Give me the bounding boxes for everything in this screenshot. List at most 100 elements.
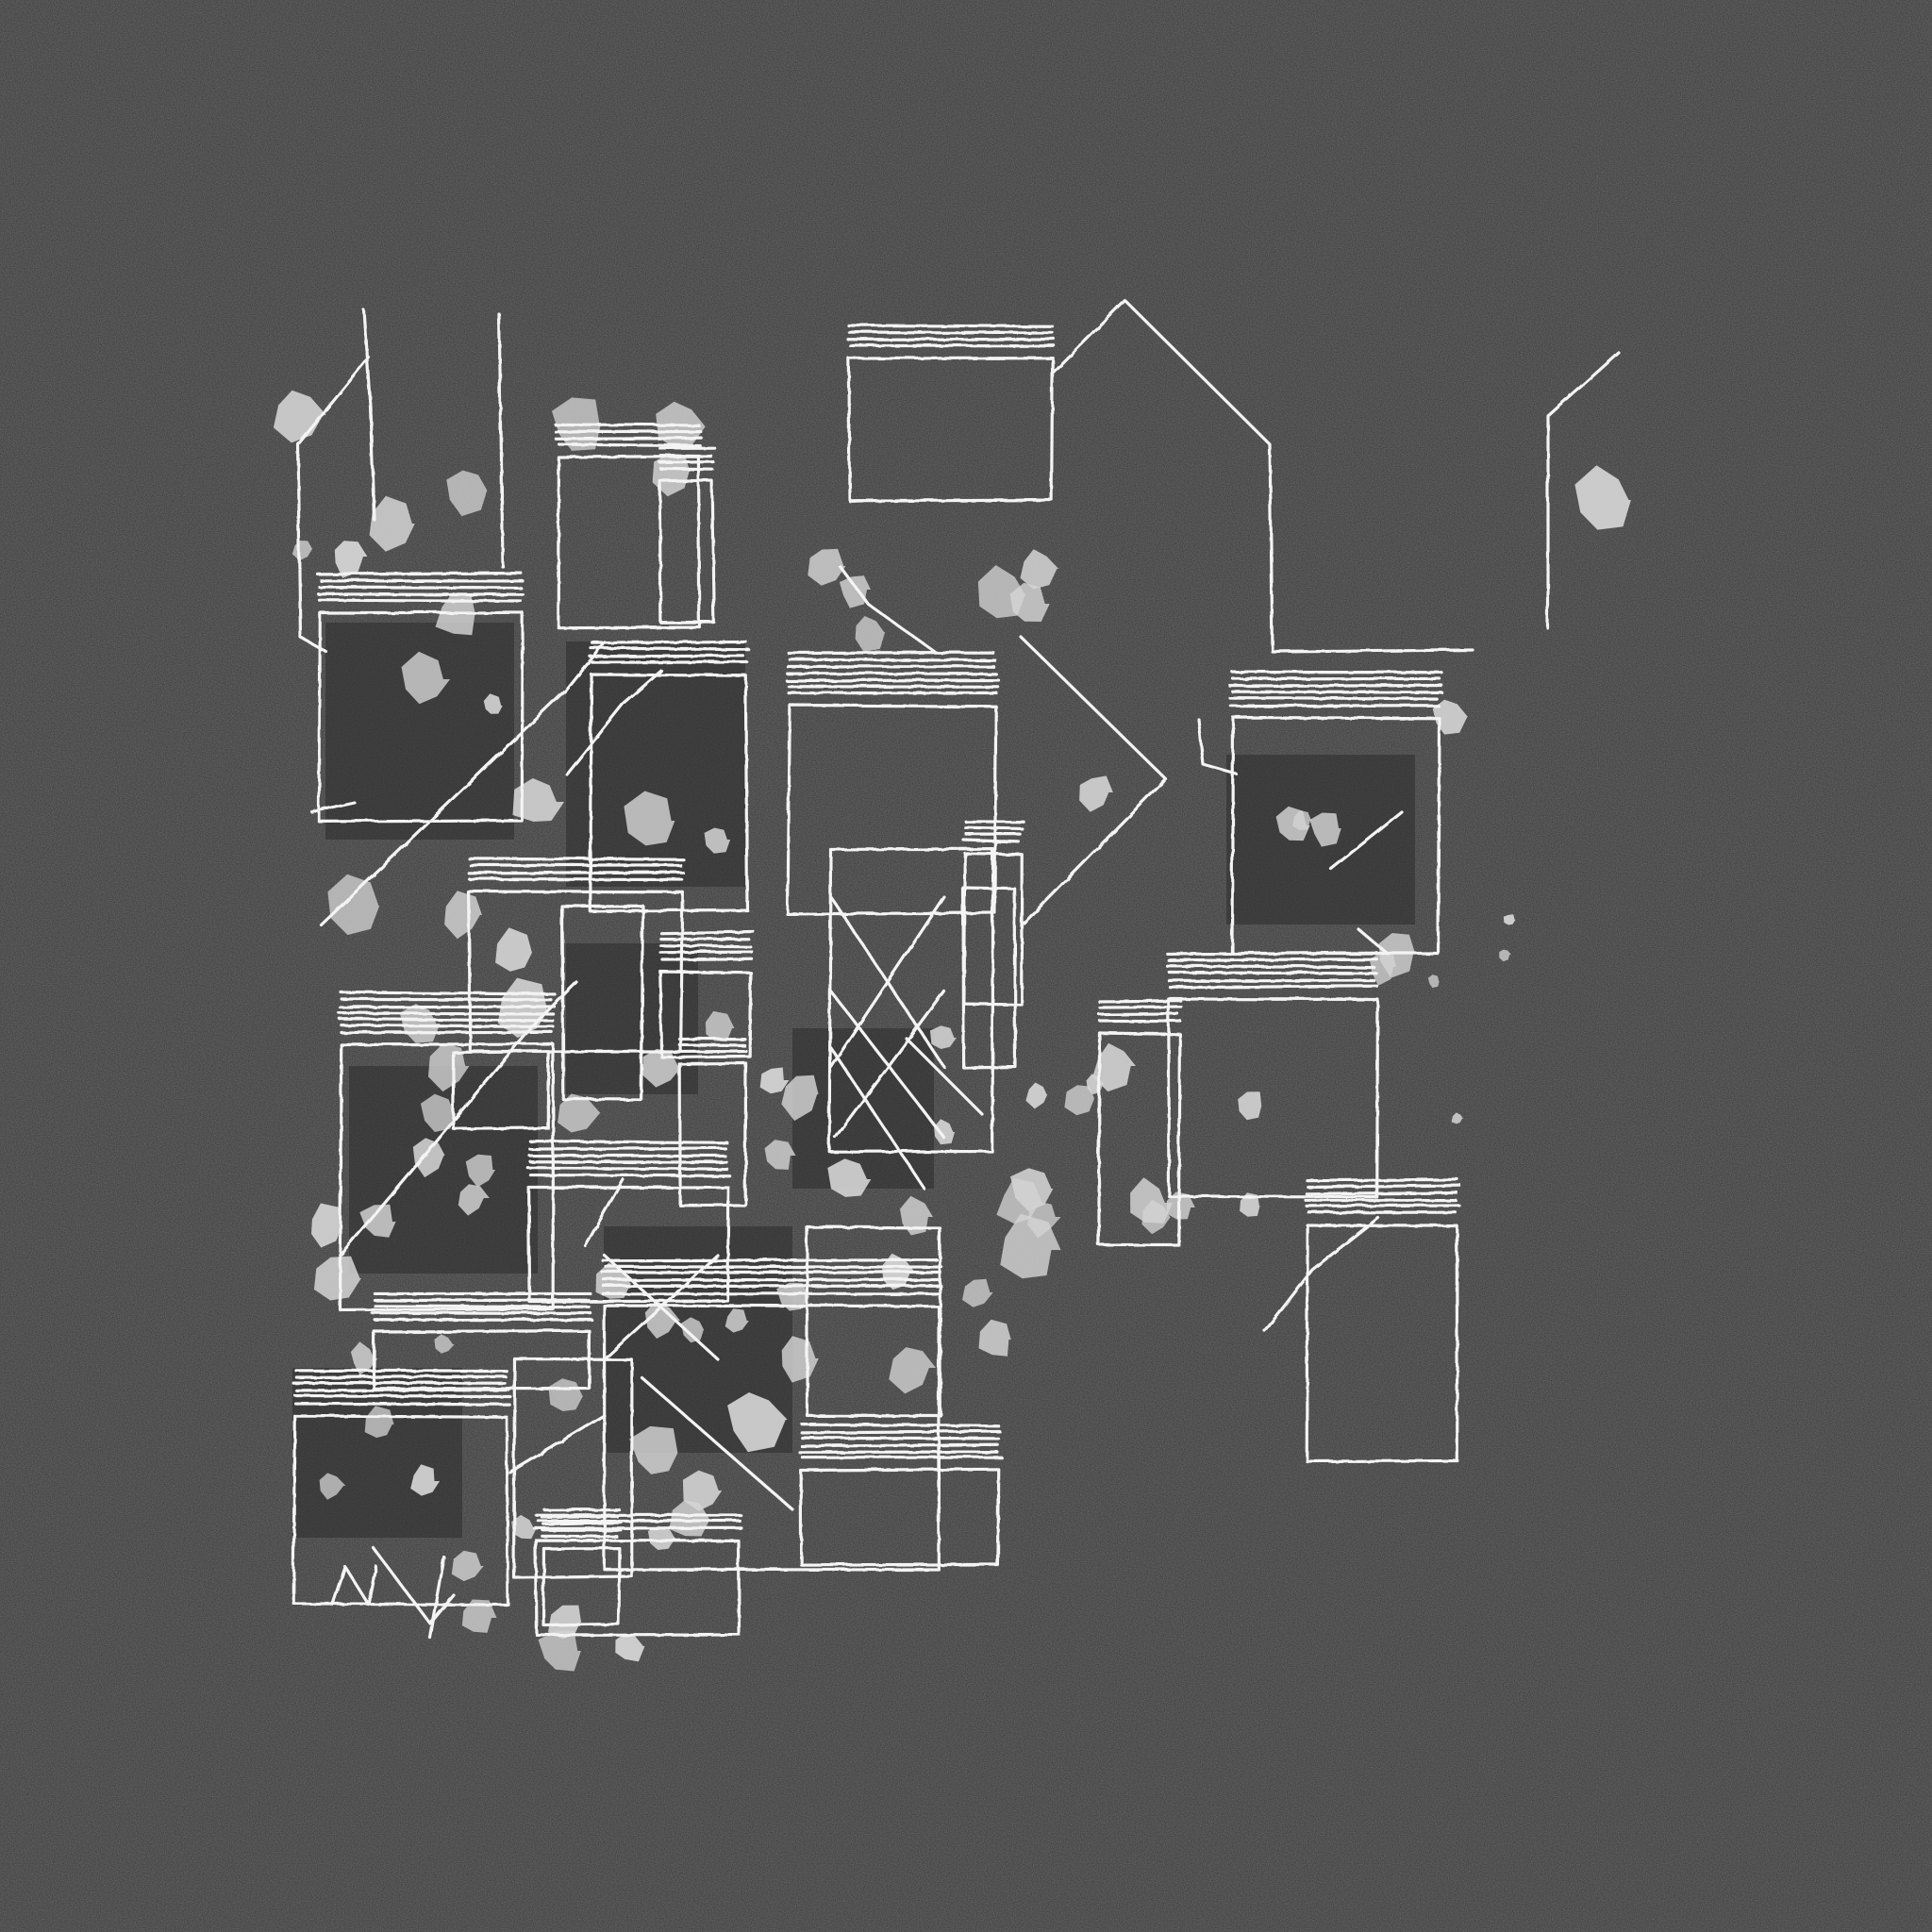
sketch-line-45 — [828, 894, 945, 1068]
sketch-stroke-39 — [1357, 927, 1389, 955]
sketch-box-20 — [369, 1291, 593, 1390]
stone-blob-35 — [781, 1074, 819, 1122]
sketch-box-8 — [525, 1139, 731, 1303]
sketch-box-10 — [1164, 950, 1379, 1198]
stone-blob-44 — [1240, 1192, 1260, 1217]
sketch-frame-24 — [451, 1049, 550, 1130]
stone-blob-87 — [1238, 1091, 1262, 1121]
stone-blob-43 — [1166, 1191, 1195, 1220]
sketch-frame-26 — [511, 1357, 633, 1579]
stone-blob-13 — [808, 548, 846, 586]
sketch-line-55 — [1328, 809, 1403, 870]
stone-blob-25 — [444, 891, 482, 940]
sketch-box-13 — [291, 1368, 511, 1606]
stone-blob-85 — [1499, 949, 1511, 962]
stone-blob-0 — [273, 390, 326, 443]
stone-blob-38 — [1025, 1082, 1048, 1109]
stone-blob-94 — [359, 1204, 396, 1238]
stone-blob-32 — [558, 1093, 601, 1133]
stone-blob-22 — [1432, 699, 1468, 735]
sketch-box-11 — [1096, 998, 1182, 1246]
sketch-stroke-38 — [1262, 1215, 1379, 1332]
stone-blob-69 — [647, 1525, 676, 1550]
shade-patch-2 — [349, 1066, 538, 1274]
line-layer — [291, 298, 1620, 1639]
sketch-stroke-31 — [1050, 298, 1474, 653]
shade-patch-7 — [792, 1028, 934, 1189]
stone-blob-11 — [624, 791, 675, 846]
stone-blob-26 — [495, 927, 532, 972]
sketch-frame-23 — [559, 904, 644, 1101]
sketch-stroke-37 — [564, 668, 662, 775]
stone-blob-21 — [1309, 812, 1341, 847]
sketch-box-12 — [1303, 1177, 1461, 1463]
stone-blob-7 — [652, 453, 691, 497]
stone-blob-39 — [1064, 1085, 1095, 1116]
stone-blob-49 — [412, 1138, 445, 1178]
sketch-box-1 — [553, 422, 703, 629]
sketch-box-5 — [845, 323, 1056, 502]
sketch-box-16 — [658, 929, 755, 1058]
stone-blob-12 — [704, 827, 731, 854]
stone-blob-3 — [369, 495, 415, 552]
stone-blob-9 — [483, 693, 503, 714]
sketch-frame-25 — [960, 885, 1017, 1069]
sketch-stroke-35 — [338, 979, 577, 1257]
stone-blob-63 — [978, 1319, 1011, 1357]
stone-blob-70 — [538, 1630, 581, 1672]
stone-blob-75 — [319, 1473, 346, 1500]
sketch-line-56 — [583, 1177, 625, 1247]
stone-blob-36 — [764, 1140, 796, 1170]
stone-blob-74 — [364, 1406, 394, 1439]
stone-blob-4 — [334, 541, 368, 578]
stone-blob-19 — [1079, 775, 1113, 812]
stone-blob-8 — [401, 651, 451, 705]
sketch-line-53 — [828, 1045, 926, 1191]
stone-blob-62 — [996, 1177, 1042, 1224]
sketch-stroke-28 — [361, 308, 375, 521]
stone-blob-61 — [1000, 1213, 1061, 1279]
stone-blob-59 — [889, 1347, 937, 1394]
stone-blob-53 — [629, 1425, 678, 1474]
sketch-stroke-43 — [427, 1555, 445, 1639]
sketch-stroke-34 — [319, 640, 606, 926]
stone-blob-83 — [1427, 974, 1440, 989]
stone-blob-91 — [434, 1334, 455, 1354]
stone-blob-89 — [458, 1184, 490, 1216]
stone-blob-52 — [680, 1317, 705, 1343]
stone-blob-60 — [962, 1278, 993, 1307]
stone-blob-18 — [1009, 582, 1050, 622]
stone-blob-73 — [350, 1341, 378, 1375]
stone-blob-81 — [1292, 809, 1312, 831]
stone-blob-56 — [781, 1336, 819, 1383]
stone-blob-90 — [759, 1067, 790, 1094]
sketch-box-2 — [587, 639, 750, 912]
stone-blob-29 — [427, 1042, 470, 1092]
sketch-box-19 — [658, 445, 716, 624]
sketch-box-6 — [465, 856, 685, 1053]
stone-blob-67 — [682, 1470, 723, 1511]
stone-blob-10 — [512, 777, 565, 822]
stone-blob-31 — [420, 1093, 457, 1132]
sketch-box-17 — [961, 819, 1025, 1006]
stone-blob-84 — [1451, 1112, 1464, 1124]
sketch-line-46 — [828, 989, 945, 1139]
sketch-line-48 — [904, 1036, 983, 1115]
stone-blob-24 — [327, 874, 380, 936]
stone-blob-47 — [311, 1203, 342, 1248]
sketch-stroke-36 — [838, 564, 936, 653]
sketch-stroke-41 — [330, 1564, 377, 1606]
sketch-stroke-30 — [295, 355, 370, 653]
sketch-stroke-42 — [371, 1545, 455, 1624]
stone-blob-48 — [313, 1256, 361, 1301]
sketch-box-9 — [600, 1257, 943, 1571]
sketch-box-18 — [676, 1036, 747, 1207]
stone-blob-23 — [1574, 465, 1631, 530]
sketch-line-54 — [309, 800, 356, 813]
stone-blob-77 — [451, 1550, 484, 1582]
stone-blob-55 — [727, 1392, 788, 1453]
stone-blob-88 — [1141, 1199, 1171, 1235]
